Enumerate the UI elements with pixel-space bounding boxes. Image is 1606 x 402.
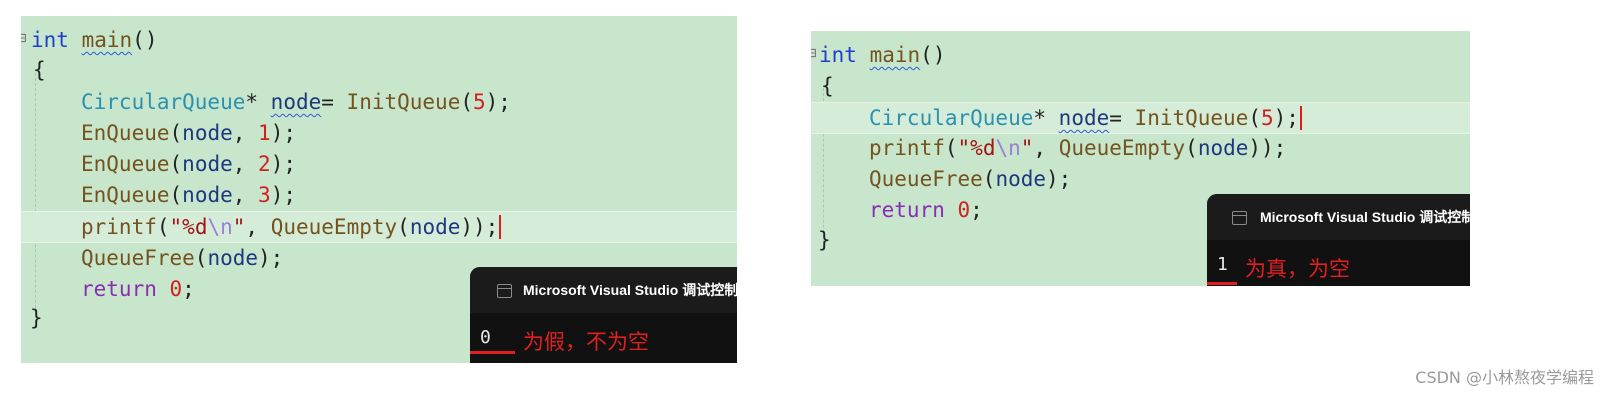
code-line-3-current[interactable]: CircularQueue* node= InitQueue(5); (811, 102, 1470, 134)
code-line-6[interactable]: EnQueue(node, 3); (81, 183, 296, 207)
function-main: main (81, 28, 133, 52)
function-initqueue: InitQueue (346, 90, 461, 114)
terminal-icon (1232, 211, 1247, 225)
debug-console-window[interactable]: Microsoft Visual Studio 调试控制台 1 (1207, 194, 1470, 286)
indent-guide (823, 88, 824, 248)
code-line-7-current[interactable]: printf("%d\n", QueueEmpty(node)); (21, 211, 737, 243)
keyword-return: return (81, 277, 157, 301)
fold-marker[interactable]: ⊟ (21, 28, 27, 47)
console-output: 1 (1217, 254, 1228, 275)
console-title: Microsoft Visual Studio 调试控制台 (523, 282, 737, 298)
terminal-icon (497, 284, 512, 298)
code-line-1[interactable]: int main() (819, 43, 946, 67)
code-line-5[interactable]: EnQueue(node, 2); (81, 152, 296, 176)
code-line-5[interactable]: QueueFree(node); (869, 167, 1072, 191)
console-titlebar[interactable]: Microsoft Visual Studio 调试控制台 (1207, 194, 1470, 240)
fold-marker[interactable]: ⊟ (811, 43, 817, 62)
keyword-int: int (31, 28, 69, 52)
open-brace: { (33, 58, 46, 82)
result-annotation: 为假，不为空 (523, 330, 649, 354)
code-editor-right[interactable]: ⊟ int main() { CircularQueue* node= Init… (811, 31, 1470, 286)
text-caret (499, 215, 501, 239)
console-output: 0 (480, 327, 491, 348)
code-line-9[interactable]: return 0; (81, 277, 195, 301)
code-line-1[interactable]: int main() (31, 28, 158, 52)
output-underline (1207, 282, 1237, 285)
debug-console-window[interactable]: Microsoft Visual Studio 调试控制台 0 (470, 267, 737, 363)
code-line-7[interactable]: } (818, 228, 831, 252)
code-line-2[interactable]: { (821, 74, 834, 98)
variable-node: node (270, 90, 322, 114)
code-editor-left[interactable]: ⊟ int main() { CircularQueue* node= Init… (21, 16, 737, 363)
code-line-8[interactable]: QueueFree(node); (81, 246, 284, 270)
console-titlebar[interactable]: Microsoft Visual Studio 调试控制台 (470, 267, 737, 313)
code-line-6[interactable]: return 0; (869, 198, 983, 222)
code-line-4[interactable]: EnQueue(node, 1); (81, 121, 296, 145)
watermark: CSDN @小林熬夜学编程 (1415, 368, 1594, 387)
text-caret (1300, 106, 1302, 130)
result-annotation: 为真，为空 (1245, 257, 1350, 281)
code-line-10[interactable]: } (21, 303, 737, 333)
code-line-4[interactable]: printf("%d\n", QueueEmpty(node)); (869, 136, 1287, 160)
indent-guide (35, 73, 36, 328)
close-brace: } (30, 306, 43, 330)
output-underline (470, 351, 515, 354)
type-circularqueue: CircularQueue (81, 90, 246, 114)
code-line-2[interactable]: { (21, 55, 737, 85)
console-title: Microsoft Visual Studio 调试控制台 (1260, 209, 1470, 225)
code-line-3[interactable]: CircularQueue* node= InitQueue(5); (81, 90, 511, 114)
